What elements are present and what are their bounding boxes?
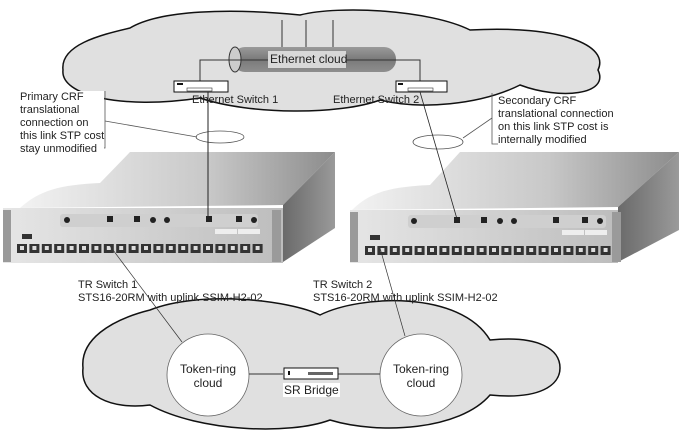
port-pin-icon [591,248,596,252]
port-pin-icon [529,248,534,252]
port-pin-icon [144,246,148,250]
port-pin-icon [131,246,136,250]
primary-link-marker [195,130,245,144]
port-pin-icon [467,248,472,252]
callout-line: Secondary CRF [498,95,577,107]
port-pin-icon [392,248,397,252]
tr-switch-1-name: TR Switch 1 [78,279,138,291]
tr-switch-1-chassis[interactable] [3,152,335,263]
port-pin-icon [44,246,49,250]
callout-line: stay unmodified [20,143,98,155]
tr-switch-2-chassis[interactable] [350,152,679,263]
label-line: Token-ring [179,362,237,376]
token-ring-cloud-1-label: Token-ring cloud [168,362,248,390]
port-pin-icon [504,248,509,252]
port-pin-icon [243,246,248,250]
token-ring-cloud-2[interactable] [379,333,463,417]
ethernet-switch-1-label: Ethernet Switch 1 [192,94,279,106]
secondary-link-marker [412,134,464,150]
ethernet-switch-2-label: Ethernet Switch 2 [333,94,420,106]
port-pin-icon [405,248,410,252]
port-pin-icon [417,248,422,252]
port-pin-icon [255,246,260,250]
port-pin-icon [119,246,124,250]
port-pin-icon [442,248,447,252]
port-pin-icon [218,246,223,250]
port-pin-icon [479,248,484,252]
port-pin-icon [69,246,74,250]
port-pin-icon [454,248,459,252]
port-pin-icon [230,246,235,250]
callout-line: internally modified [498,134,587,146]
port-pin-icon [380,248,385,252]
port-pin-icon [94,246,99,250]
token-ring-cloud-1[interactable] [166,333,250,417]
port-pin-icon [516,248,521,252]
port-pin-icon [57,246,62,250]
port-pin-icon [20,246,24,250]
tr-switch-2-name: TR Switch 2 [313,279,373,291]
port-pin-icon [368,248,372,252]
tr-switch-1-model: STS16-20RM with uplink SSIM-H2-02 [78,292,263,304]
callout-line: connection on [20,117,89,129]
sr-bridge-label: SR Bridge [283,383,340,397]
tr-switch-2-label: TR Switch 2 STS16-20RM with uplink SSIM-… [313,279,498,305]
callout-line: on this link STP cost is [498,121,609,133]
callout-line: Primary CRF [20,91,84,103]
port-pin-icon [82,246,86,250]
port-pin-icon [603,248,608,252]
port-pin-icon [554,248,558,252]
primary-callout: Primary CRF translational connection on … [20,91,105,156]
callout-line: this link STP cost [20,130,105,142]
token-ring-cloud-shape [82,298,561,430]
port-pin-icon [492,248,496,252]
port-pin-icon [206,246,210,250]
tr-switch-2-model: STS16-20RM with uplink SSIM-H2-02 [313,292,498,304]
label-line: Token-ring [392,362,450,376]
secondary-callout: Secondary CRF translational connection o… [498,95,614,147]
ethernet-switch-2[interactable] [346,59,448,93]
port-pin-icon [106,246,111,250]
ethernet-cloud-label: Ethernet cloud [270,52,348,66]
label-line: cloud [193,376,223,390]
port-pin-icon [578,248,583,252]
port-pin-icon [32,246,37,250]
sr-bridge[interactable] [283,367,339,380]
port-pin-icon [156,246,161,250]
label-line: cloud [406,376,436,390]
token-ring-cloud-2-label: Token-ring cloud [381,362,461,390]
port-pin-icon [168,246,173,250]
port-pin-icon [566,248,571,252]
callout-line: translational [20,104,80,116]
port-pin-icon [193,246,198,250]
port-pin-icon [541,248,546,252]
port-pin-icon [430,248,434,252]
port-pin-icon [181,246,186,250]
tr-switch-1-label: TR Switch 1 STS16-20RM with uplink SSIM-… [78,279,263,305]
callout-line: translational connection [498,108,614,120]
ethernet-switch-1[interactable] [173,59,268,93]
